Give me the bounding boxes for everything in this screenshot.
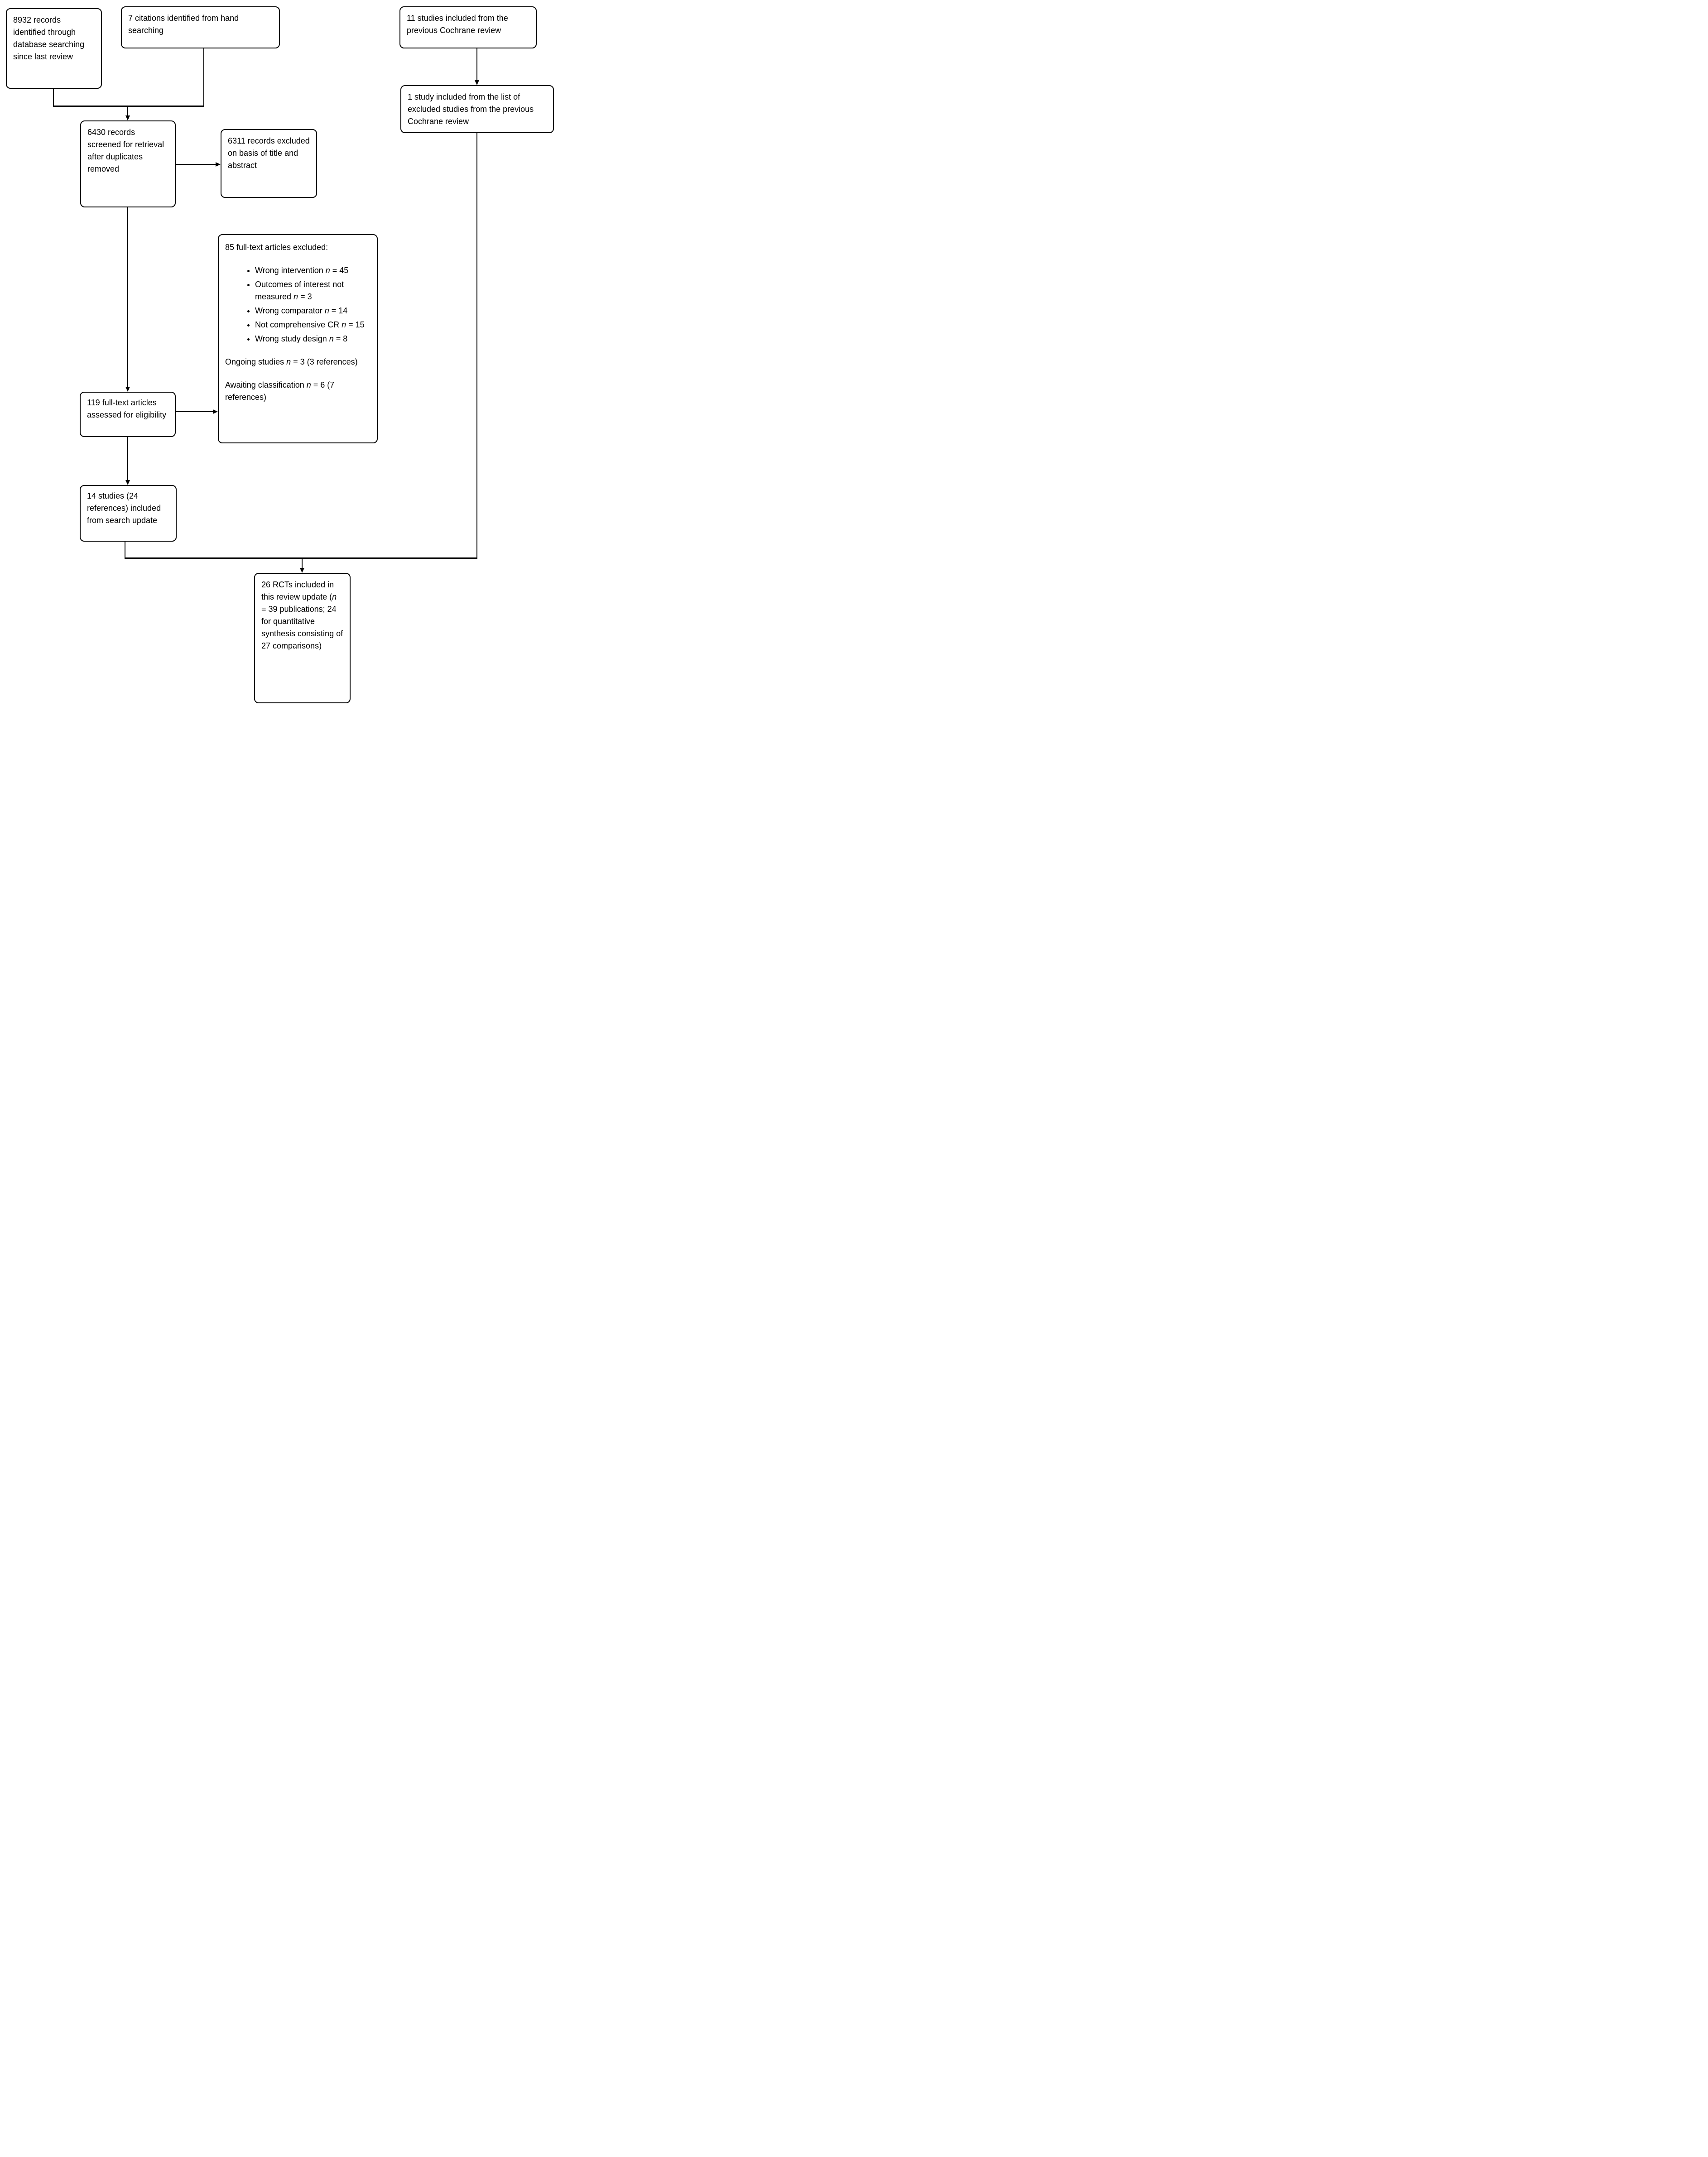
box-hand-search-citations: 7 citations identified from hand searchi… bbox=[121, 6, 280, 48]
exclusion-reason-item: Outcomes of interest not measured n = 3 bbox=[255, 279, 370, 303]
box-studies-included-from-update: 14 studies (24 references) included from… bbox=[80, 485, 177, 542]
arrowhead-into-title-abstract-box bbox=[216, 162, 221, 167]
ongoing-studies-note: Ongoing studies n = 3 (3 references) bbox=[225, 357, 358, 366]
connector-top-merge-horizontal bbox=[53, 106, 204, 107]
connector-into-rcts bbox=[302, 559, 303, 568]
connector-screened-down bbox=[127, 207, 128, 387]
exclusion-reason-item: Wrong study design n = 8 bbox=[255, 333, 370, 345]
awaiting-classification-note: Awaiting classification n = 6 (7 referen… bbox=[225, 380, 335, 402]
box-database-records-text: 8932 records identified through database… bbox=[13, 15, 85, 61]
box-fulltext-articles-assessed-text: 119 full-text articles assessed for elig… bbox=[87, 398, 167, 419]
box-records-excluded-title-abstract-text: 6311 records excluded on basis of title … bbox=[228, 136, 310, 170]
box-fulltext-articles-excluded: 85 full-text articles excluded: Wrong in… bbox=[218, 234, 378, 443]
arrowhead-into-screened bbox=[125, 115, 130, 120]
box-rcts-included: 26 RCTs included in this review update (… bbox=[254, 573, 351, 703]
box-records-screened-text: 6430 records screened for retrieval afte… bbox=[87, 128, 164, 173]
box-study-from-excluded-list-text: 1 study included from the list of exclud… bbox=[408, 92, 534, 126]
arrowhead-into-rcts-box bbox=[300, 568, 304, 573]
exclusion-reason-item: Wrong comparator n = 14 bbox=[255, 305, 370, 317]
exclusion-reason-item: Wrong intervention n = 45 bbox=[255, 264, 370, 277]
connector-screened-to-excluded bbox=[176, 164, 217, 165]
box-fulltext-articles-assessed: 119 full-text articles assessed for elig… bbox=[80, 392, 176, 437]
connector-into-screened bbox=[127, 106, 128, 116]
box-records-excluded-title-abstract: 6311 records excluded on basis of title … bbox=[221, 129, 317, 198]
connector-prev-review-down bbox=[476, 48, 477, 81]
exclusion-reason-item: Not comprehensive CR n = 15 bbox=[255, 319, 370, 331]
box-records-screened: 6430 records screened for retrieval afte… bbox=[80, 120, 176, 207]
arrowhead-into-fulltext-excluded bbox=[213, 409, 218, 414]
arrowhead-into-fulltext-assessed bbox=[125, 387, 130, 392]
box-database-records: 8932 records identified through database… bbox=[6, 8, 102, 89]
box-studies-included-from-update-text: 14 studies (24 references) included from… bbox=[87, 491, 161, 525]
connector-assessed-down bbox=[127, 437, 128, 480]
connector-db-records-down bbox=[53, 88, 54, 106]
fulltext-excluded-reason-list: Wrong intervention n = 45 Outcomes of in… bbox=[225, 264, 370, 345]
connector-assessed-to-excluded bbox=[176, 411, 214, 412]
arrowhead-into-excluded-list-box bbox=[475, 80, 479, 85]
flow-diagram-canvas: 8932 records identified through database… bbox=[0, 0, 562, 709]
box-previous-review-studies-text: 11 studies included from the previous Co… bbox=[407, 14, 508, 35]
connector-bottom-merge-horizontal bbox=[125, 557, 477, 559]
connector-excluded-list-down bbox=[476, 133, 477, 559]
fulltext-excluded-title: 85 full-text articles excluded: bbox=[225, 243, 328, 252]
box-hand-search-citations-text: 7 citations identified from hand searchi… bbox=[128, 14, 239, 35]
box-study-from-excluded-list: 1 study included from the list of exclud… bbox=[400, 85, 554, 133]
box-previous-review-studies: 11 studies included from the previous Co… bbox=[399, 6, 537, 48]
arrowhead-into-included-update bbox=[125, 480, 130, 485]
box-rcts-included-text: 26 RCTs included in this review update (… bbox=[261, 580, 343, 650]
connector-hand-search-down bbox=[203, 48, 204, 106]
